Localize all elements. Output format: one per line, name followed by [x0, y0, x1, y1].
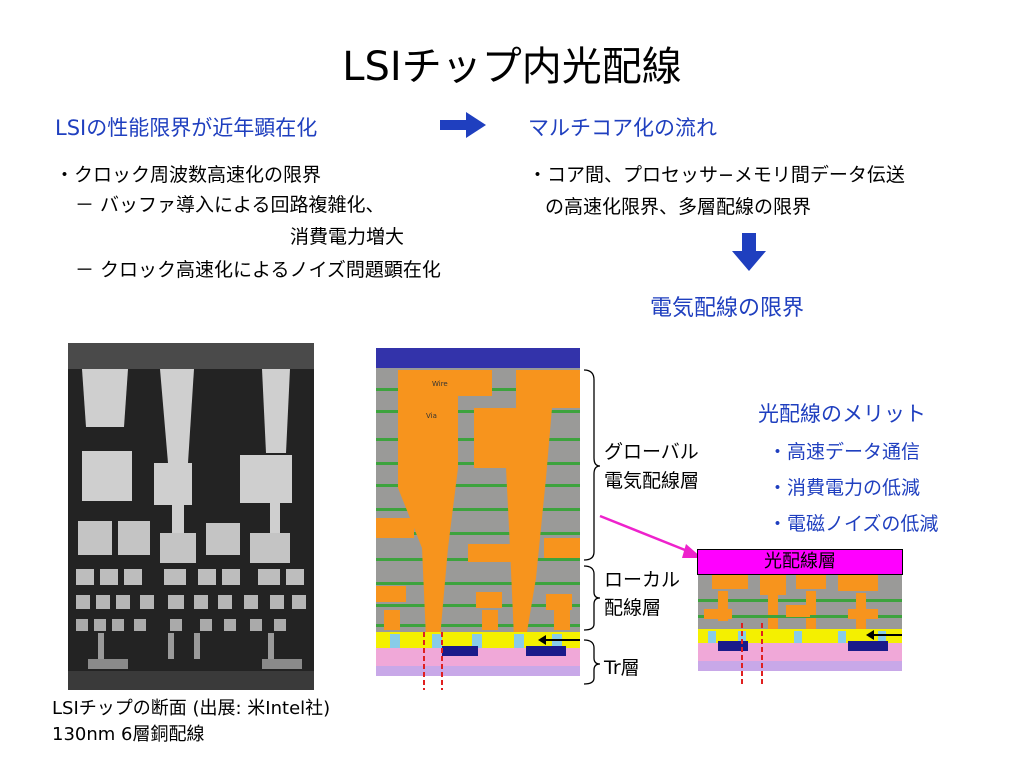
left-heading: LSIの性能限界が近年顕在化	[55, 116, 318, 140]
down-arrow-icon	[732, 233, 766, 271]
right-point-2: の高速化限界、多層配線の限界	[545, 196, 812, 218]
right-point-1: ・コア間、プロセッサ−メモリ間データ伝送	[528, 164, 905, 186]
right-heading: マルチコア化の流れ	[528, 116, 717, 140]
optical-wiring-diagram	[698, 575, 902, 687]
global-layer-label-1: グローバル	[604, 441, 699, 463]
magenta-arrow-icon	[599, 514, 702, 558]
left-point-4: － クロック高速化によるノイズ問題顕在化	[75, 259, 441, 281]
sem-cross-section-image	[68, 343, 314, 690]
tr-layer-label: Tr層	[604, 657, 640, 679]
wire-label: Wire	[432, 380, 448, 388]
page-title: LSIチップ内光配線	[342, 44, 682, 90]
optical-layer-box: 光配線層	[697, 549, 903, 575]
merits-heading: 光配線のメリット	[758, 402, 926, 426]
via-label: Via	[426, 412, 437, 420]
caption-line-2: 130nm 6層銅配線	[52, 724, 205, 745]
right-arrow-icon	[440, 112, 486, 138]
local-layer-label-1: ローカル	[604, 569, 681, 591]
wiring-cross-section-diagram: Wire Via	[376, 348, 580, 690]
layer-brackets	[583, 369, 601, 685]
merit-item-1: ・高速データ通信	[768, 441, 921, 463]
merit-item-2: ・消費電力の低減	[768, 477, 921, 499]
local-layer-label-2: 配線層	[604, 597, 662, 619]
merit-item-3: ・電磁ノイズの低減	[768, 513, 939, 535]
global-layer-label-2: 電気配線層	[604, 470, 700, 492]
left-point-2: － バッファ導入による回路複雑化、	[75, 194, 385, 216]
left-point-3: 消費電力増大	[290, 226, 405, 248]
conclusion-text: 電気配線の限界	[650, 296, 805, 321]
left-point-1: ・クロック周波数高速化の限界	[55, 164, 322, 186]
caption-line-1: LSIチップの断面 (出展: 米Intel社)	[52, 698, 331, 719]
